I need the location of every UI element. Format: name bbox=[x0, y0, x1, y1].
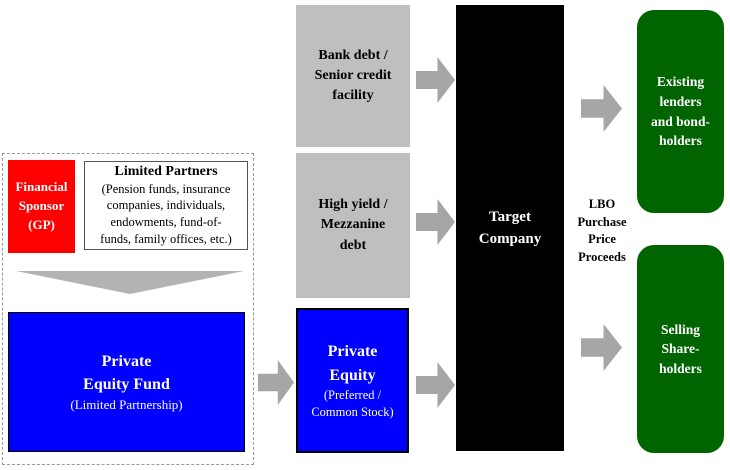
selling-shareholders-label: Selling Share- holders bbox=[659, 321, 702, 376]
flow-arrow-equity-to-target-icon bbox=[416, 362, 455, 408]
high-yield-box: High yield / Mezzanine debt bbox=[296, 153, 410, 298]
limited-partners-detail: (Pension funds, insurance companies, ind… bbox=[100, 181, 232, 246]
target-company-box: Target Company bbox=[456, 5, 564, 451]
flow-arrow-target-to-shareholders-icon bbox=[581, 324, 622, 371]
lbo-proceeds-text: LBO Purchase Price Proceeds bbox=[577, 197, 627, 264]
gp-lp-to-fund-triangle bbox=[16, 271, 244, 294]
limited-partners-box: Limited Partners (Pension funds, insuran… bbox=[84, 161, 248, 250]
selling-shareholders-box: Selling Share- holders bbox=[637, 245, 724, 453]
private-equity-fund-title: Private Equity Fund bbox=[83, 353, 170, 394]
flow-arrow-fund-to-equity-icon bbox=[258, 360, 294, 405]
target-company-label: Target Company bbox=[478, 208, 542, 248]
sponsor-group-container bbox=[2, 153, 254, 465]
flow-arrow-target-to-lenders-icon bbox=[581, 85, 622, 132]
flow-arrow-high-yield-to-target-icon bbox=[416, 199, 455, 245]
limited-partners-title: Limited Partners bbox=[114, 163, 218, 179]
private-equity-subtitle: (Preferred / Common Stock) bbox=[311, 387, 394, 419]
lbo-proceeds-label: LBO Purchase Price Proceeds bbox=[563, 196, 641, 266]
bank-debt-label: Bank debt / Senior credit facility bbox=[314, 47, 392, 104]
high-yield-label: High yield / Mezzanine debt bbox=[318, 197, 388, 253]
bank-debt-box: Bank debt / Senior credit facility bbox=[296, 5, 410, 147]
existing-lenders-box: Existing lenders and bond- holders bbox=[637, 10, 724, 213]
private-equity-fund-box: Private Equity Fund (Limited Partnership… bbox=[8, 312, 245, 452]
financial-sponsor-label: Financial Sponsor (GP) bbox=[15, 179, 68, 232]
private-equity-box: Private Equity (Preferred / Common Stock… bbox=[296, 308, 409, 453]
financial-sponsor-box: Financial Sponsor (GP) bbox=[8, 160, 75, 253]
private-equity-fund-subtitle: (Limited Partnership) bbox=[70, 397, 183, 413]
flow-arrow-bank-debt-to-target-icon bbox=[416, 57, 455, 103]
existing-lenders-label: Existing lenders and bond- holders bbox=[651, 74, 710, 149]
private-equity-title: Private Equity bbox=[327, 343, 378, 384]
